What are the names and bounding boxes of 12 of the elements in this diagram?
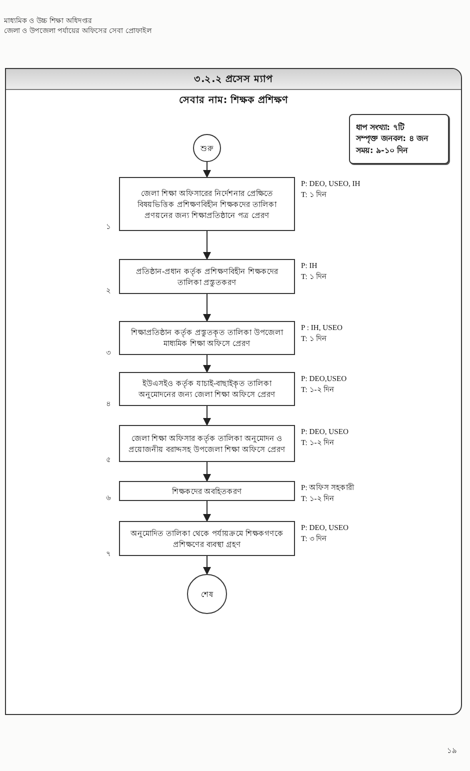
service-name: সেবার নাম: শিক্ষক প্রশিক্ষণ <box>178 93 289 108</box>
panel-heading: ৩.২.২ প্রসেস ম্যাপ <box>6 69 461 90</box>
arrow <box>203 354 211 373</box>
arrow <box>203 556 211 575</box>
arrow <box>203 162 211 178</box>
process-map-panel <box>5 68 462 715</box>
arrow <box>203 406 211 426</box>
arrow <box>203 294 211 322</box>
arrow <box>203 500 211 522</box>
summary-box: ধাপ সংখ্যা: ৭টি সম্পৃক্ত জনবল: ৪ জন সময়: ৯-১০ দিন <box>349 114 449 164</box>
arrow <box>203 462 211 482</box>
arrow <box>203 230 211 260</box>
